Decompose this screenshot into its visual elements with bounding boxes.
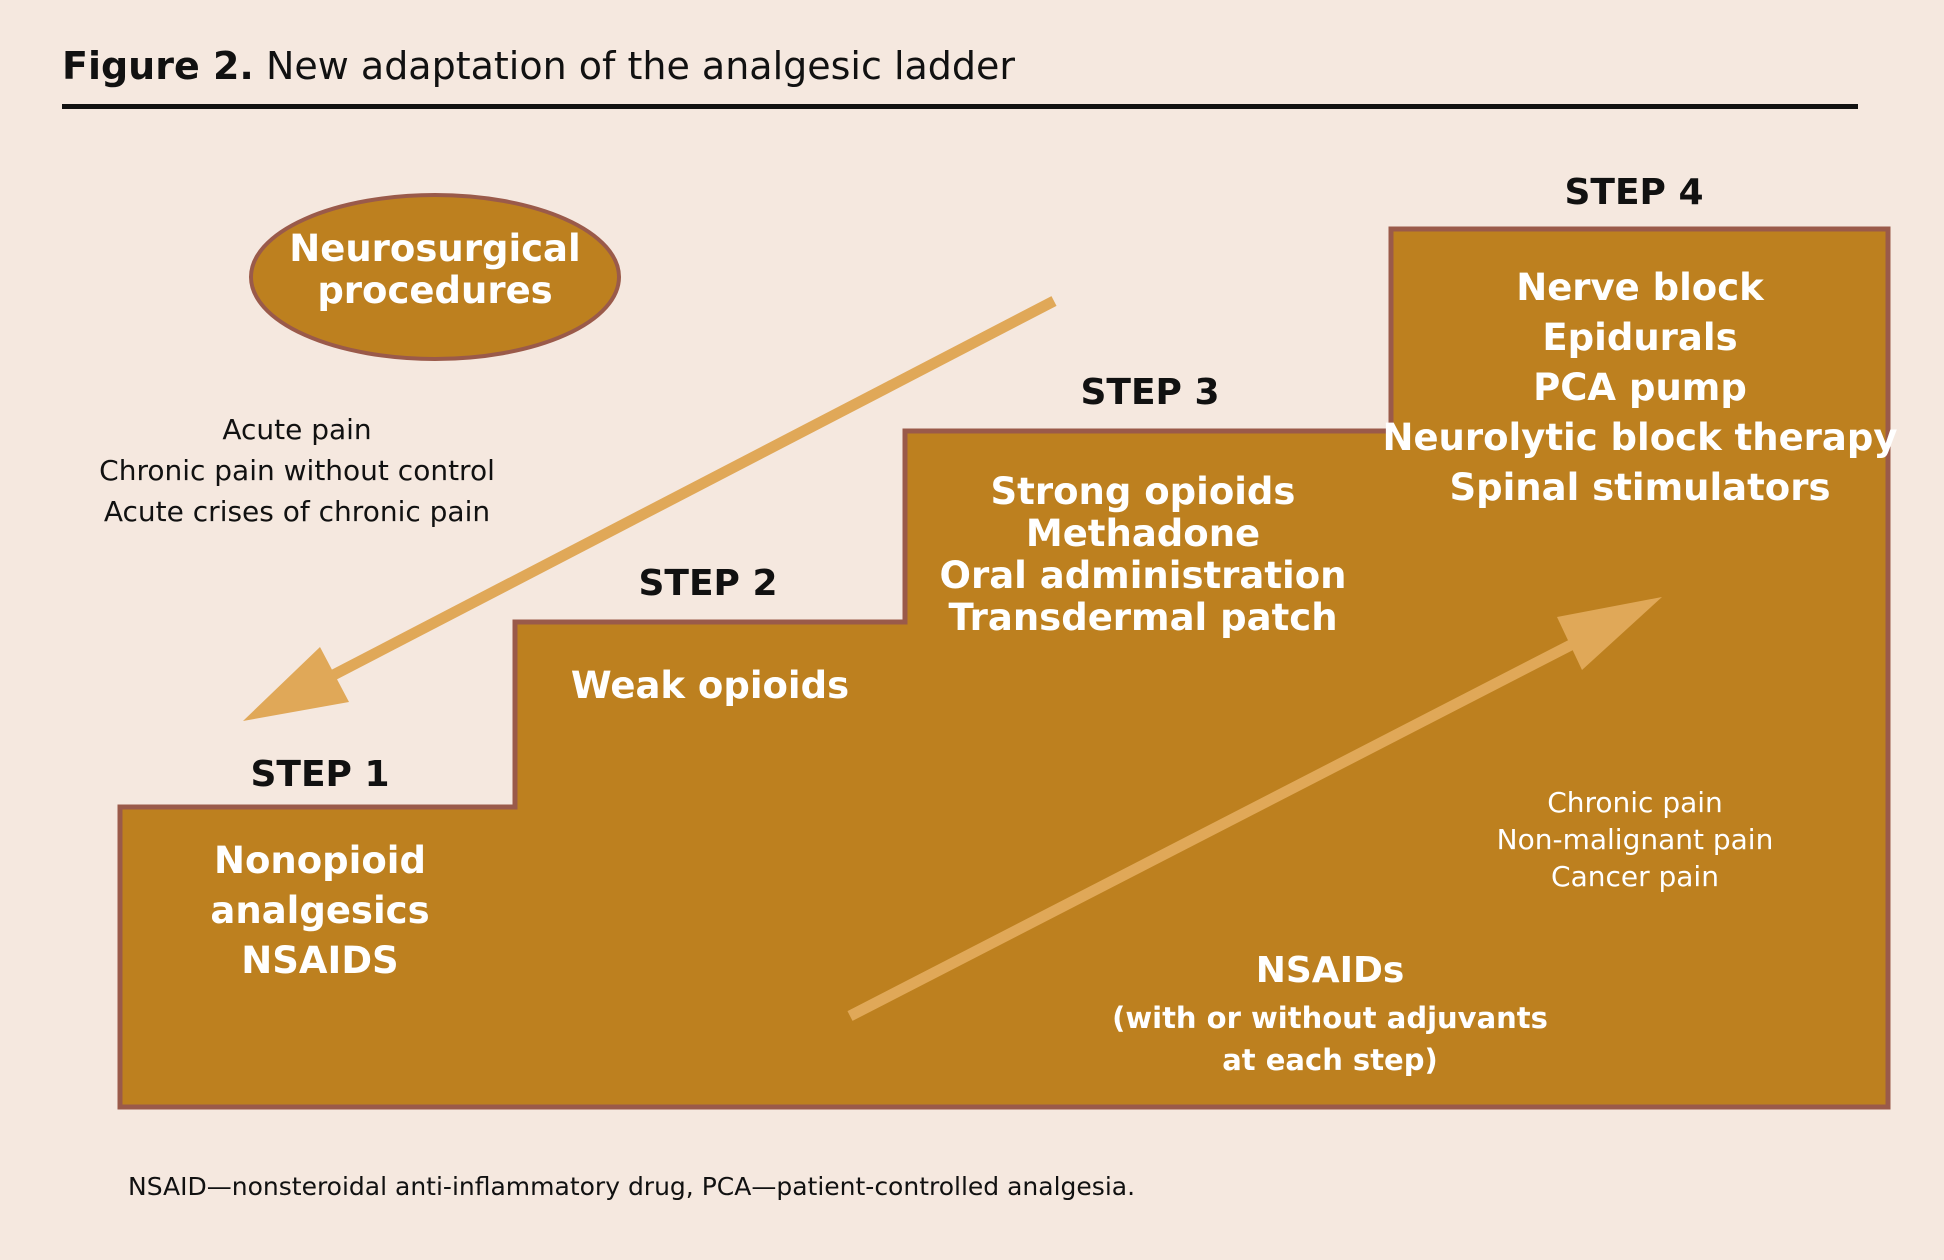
escalation-arrow-up [847,597,1662,1021]
step-3-label: STEP 3 [1080,372,1220,413]
step-1-label: STEP 1 [250,754,390,795]
footnote: NSAID—nonsteroidal anti-inflammatory dru… [128,1172,1136,1201]
acute-note: Acute pain [222,413,372,446]
neurosurgical-oval [249,193,621,361]
nsaids-subtext: (with or without adjuvants at each step) [1112,997,1548,1081]
step-4-items: Nerve block Epidurals PCA pump Neurolyti… [1382,263,1897,513]
acute-note: Chronic pain without control [99,454,495,487]
step-4-label: STEP 4 [1564,172,1704,213]
oval-line: procedures [317,269,553,312]
chronic-note: Non-malignant pain [1496,823,1774,856]
chronic-note: Chronic pain [1547,786,1723,819]
step-3-item: Methadone [1025,512,1261,555]
step-1-items: Nonopioid analgesics NSAIDS [210,836,429,986]
step-4-item: Nerve block [1516,266,1764,309]
oval-line: Neurosurgical [289,227,581,270]
step-3-item: Strong opioids [990,470,1296,513]
step-1-item: NSAIDS [241,939,399,982]
chronic-note: Cancer pain [1551,860,1719,893]
oval-label: Neurosurgical procedures [289,228,580,312]
title-rule [62,104,1858,109]
step-1-item: Nonopioid [214,839,426,882]
figure-title-text: New adaptation of the analgesic ladder [253,44,1016,88]
figure-title: Figure 2. New adaptation of the analgesi… [62,44,1015,88]
nsaids-label: NSAIDs [1255,950,1405,991]
step-2-label: STEP 2 [638,563,778,604]
ladder-staircase [117,226,1891,1110]
figure-label: Figure 2. [62,44,254,88]
step-2-item: Weak opioids [570,664,850,707]
acute-notes: Acute pain Chronic pain without control … [99,409,495,532]
escalation-arrow-down [243,296,1057,721]
step-4-item: Neurolytic block therapy [1382,416,1898,459]
step-4-item: PCA pump [1533,366,1747,409]
step-2-items: Weak opioids [571,661,849,711]
acute-note: Acute crises of chronic pain [103,495,491,528]
step-3-item: Oral administration [939,554,1347,597]
step-3-item: Transdermal patch [948,596,1338,639]
nsaids-sub-line: (with or without adjuvants [1112,1001,1548,1035]
nsaids-sub-line: at each step) [1222,1043,1438,1077]
step-4-item: Spinal stimulators [1449,466,1831,509]
step-1-item: analgesics [210,889,430,932]
step-3-items: Strong opioids Methadone Oral administra… [940,471,1347,639]
step-4-item: Epidurals [1542,316,1738,359]
chronic-notes: Chronic pain Non-malignant pain Cancer p… [1497,784,1774,895]
